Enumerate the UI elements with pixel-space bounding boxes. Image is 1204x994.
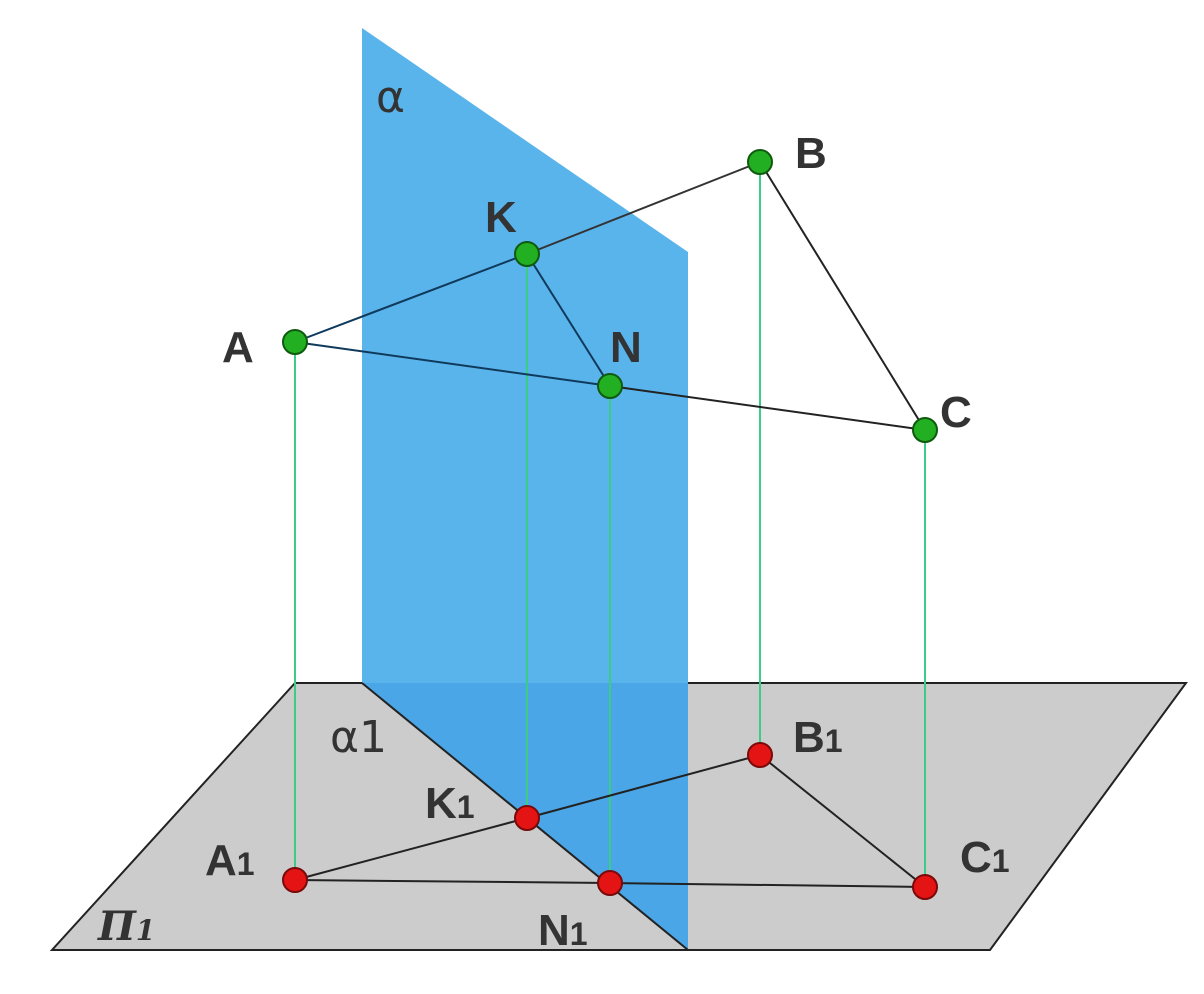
edge-a1n1 [294, 879, 611, 884]
label-c1: C1 [960, 833, 1010, 882]
edge-kb [526, 161, 761, 255]
point-a [282, 329, 308, 355]
label-k: K [485, 193, 517, 242]
label-b1-sub: 1 [825, 723, 843, 759]
label-c: C [940, 388, 972, 437]
label-alpha: α [376, 72, 405, 123]
edge-ak [294, 253, 528, 343]
space-points [282, 149, 938, 443]
edge-nc [609, 385, 926, 431]
label-k1: K1 [425, 779, 475, 828]
edge-bc [759, 161, 926, 431]
label-a1-sub: 1 [237, 846, 255, 882]
edge-n1c1 [609, 882, 926, 888]
point-c [912, 417, 938, 443]
edge-b1c1 [759, 754, 926, 888]
label-b1: B1 [793, 713, 843, 762]
point-b [747, 149, 773, 175]
point-n [597, 373, 623, 399]
point-n1 [597, 870, 623, 896]
point-k1 [514, 805, 540, 831]
label-n1-main: N [538, 906, 570, 955]
label-pi1: Π1 [97, 903, 155, 950]
label-n1: N1 [538, 906, 588, 955]
label-k1-sub: 1 [457, 789, 475, 825]
label-pi1-main: Π [97, 903, 137, 950]
label-n: N [610, 323, 642, 372]
label-a1: A1 [205, 836, 255, 885]
point-c1 [912, 874, 938, 900]
edge-an [294, 341, 611, 387]
edge-k1b1 [526, 754, 761, 819]
projector-lines [294, 162, 926, 887]
label-pi1-sub: 1 [136, 914, 155, 947]
point-b1 [747, 742, 773, 768]
label-a: A [222, 323, 254, 372]
edge-kn [526, 253, 611, 387]
label-c1-main: C [960, 833, 992, 882]
label-b1-main: B [793, 713, 825, 762]
point-a1 [282, 867, 308, 893]
label-c1-sub: 1 [992, 843, 1010, 879]
point-k [514, 241, 540, 267]
label-n1-sub: 1 [570, 916, 588, 952]
label-alpha1: α1 [330, 712, 387, 763]
triangle-abc [294, 161, 926, 431]
projection-points [282, 742, 938, 900]
triangle-a1b1c1 [294, 754, 926, 888]
label-k1-main: K [425, 779, 457, 828]
label-b: B [795, 129, 827, 178]
label-a1-main: A [205, 836, 237, 885]
edge-a1k1 [294, 817, 528, 881]
